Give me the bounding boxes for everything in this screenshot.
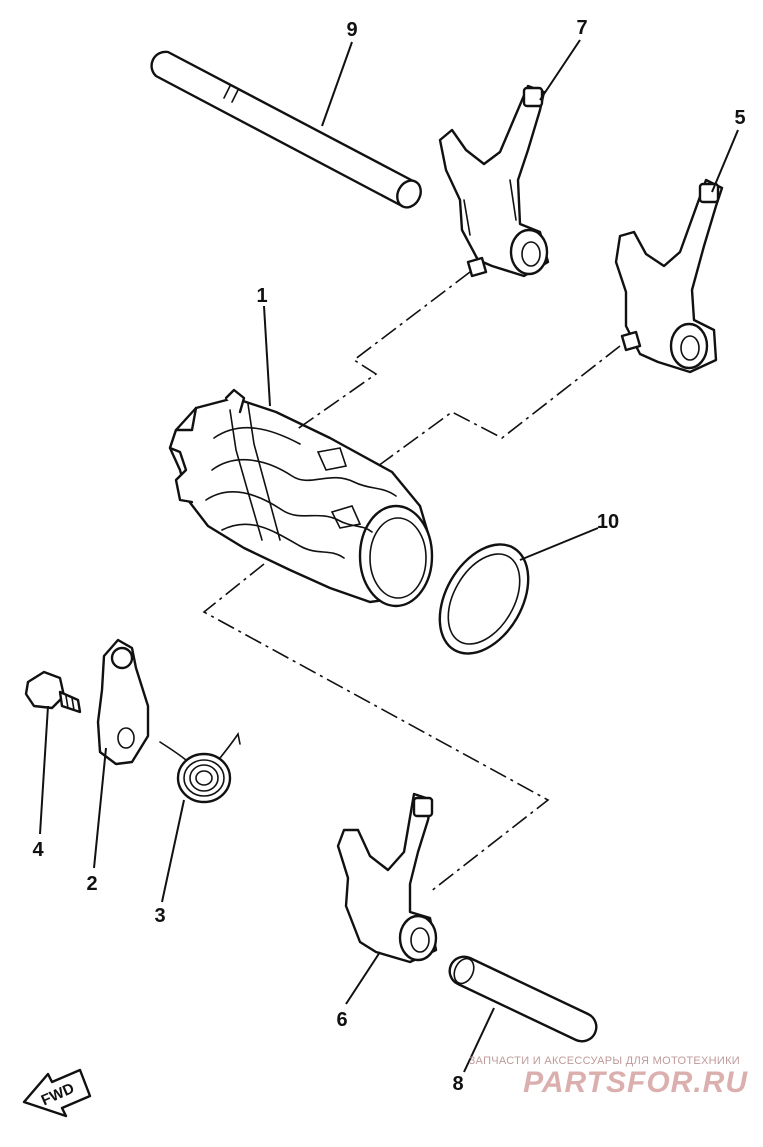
callout-9: 9 [346, 19, 357, 41]
watermark: ЗАПЧАСТИ И АКСЕССУАРЫ ДЛЯ МОТОТЕХНИКИ PA… [469, 1055, 748, 1099]
washer-part [438, 543, 530, 655]
callout-4: 4 [32, 839, 44, 861]
callout-2: 2 [86, 873, 97, 895]
callout-5: 5 [734, 107, 745, 129]
leader-lines [39, 39, 739, 1073]
fwd-arrow-icon: FWD [22, 1068, 92, 1118]
shift-fork-6-part [336, 792, 438, 964]
assembly-lines [202, 271, 621, 893]
pin-part [448, 955, 598, 1043]
callout-8: 8 [452, 1073, 463, 1095]
callout-7: 7 [576, 17, 587, 39]
shift-drum-part [168, 388, 434, 608]
callout-1: 1 [256, 285, 267, 307]
watermark-tagline: ЗАПЧАСТИ И АКСЕССУАРЫ ДЛЯ МОТОТЕХНИКИ [469, 1055, 740, 1067]
stopper-lever-part [96, 638, 150, 766]
callout-6: 6 [336, 1009, 347, 1031]
bolt-part [24, 670, 82, 714]
watermark-logo: PARTSFOR.RU [523, 1066, 748, 1099]
shift-fork-7-part [438, 84, 550, 278]
shift-fork-5-part [614, 178, 724, 374]
fork-shaft-part [150, 50, 422, 209]
callout-10: 10 [597, 511, 619, 533]
callout-3: 3 [154, 905, 165, 927]
spring-part [159, 731, 241, 804]
